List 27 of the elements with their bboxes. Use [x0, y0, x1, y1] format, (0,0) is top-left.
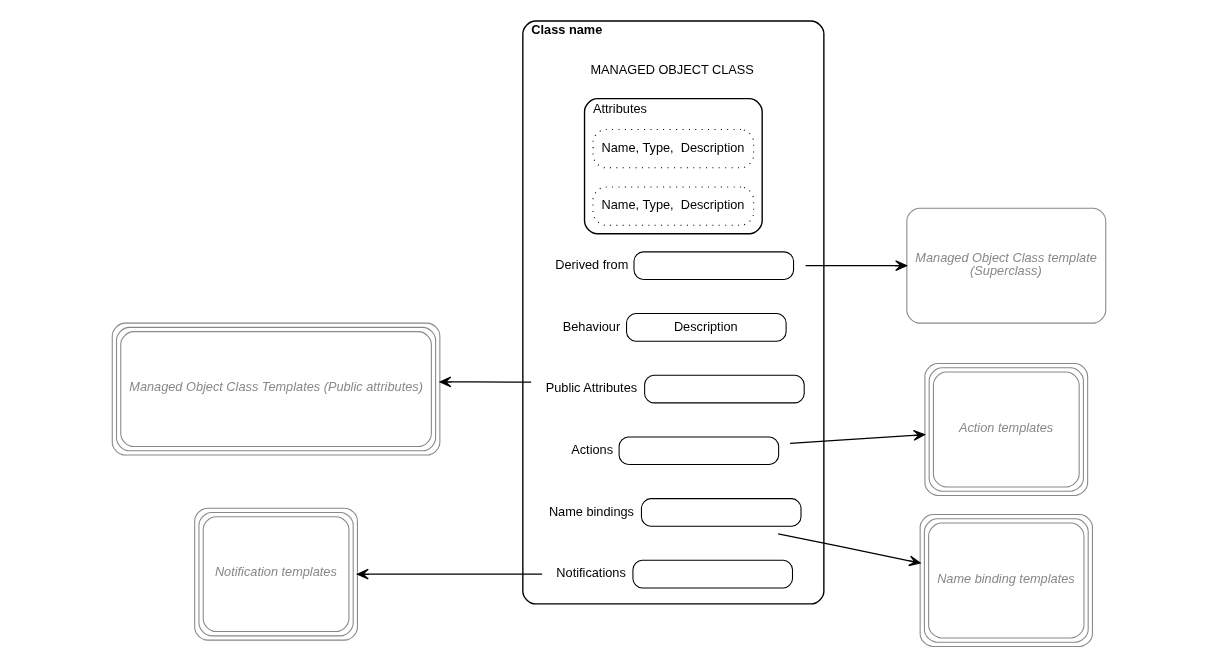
node-box: Description — [625, 313, 787, 342]
node-box — [632, 251, 794, 281]
node-box — [618, 436, 779, 466]
node-label: Behaviour — [562, 318, 620, 334]
node-box: Action templates — [923, 363, 1088, 496]
node-box: Name, Type, Description — [592, 186, 754, 226]
node-box: Name, Type, Description — [592, 129, 754, 169]
node-box: Notification templates — [193, 507, 358, 641]
arrow — [356, 568, 543, 580]
node-label: Name bindings — [548, 503, 634, 519]
node-box — [631, 559, 793, 589]
node-box: Managed Object Class template (Superclass) — [905, 207, 1106, 324]
node-label: Attributes — [592, 101, 647, 117]
node-box: Name binding templates — [919, 514, 1093, 647]
arrow — [804, 260, 907, 272]
cluster — [583, 98, 763, 235]
node-box — [640, 498, 802, 527]
arrow — [777, 533, 921, 567]
arrow — [789, 429, 925, 444]
node-box: Managed Object Class Templates (Public attributes) — [111, 322, 440, 456]
arrow — [439, 376, 532, 388]
node-label: Notifications — [555, 565, 626, 581]
node-label: Derived from — [554, 256, 628, 272]
node-label: Public Attributes — [545, 380, 637, 396]
node-label: Actions — [570, 442, 613, 458]
node-box — [643, 374, 805, 404]
node-label: MANAGED OBJECT CLASS — [589, 62, 754, 78]
